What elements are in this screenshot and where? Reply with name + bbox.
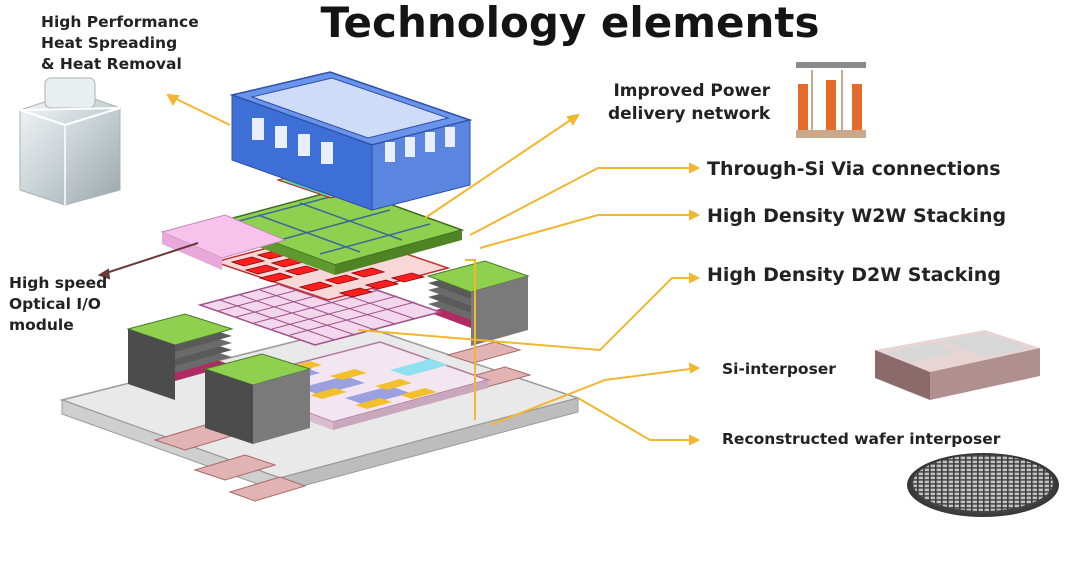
power-delivery-label: Improved Power delivery network [608, 80, 770, 126]
reconstructed-wafer-label: Reconstructed wafer interposer [722, 430, 1001, 448]
memory-stack-left [126, 313, 234, 400]
w2w-label: High Density W2W Stacking [707, 205, 1007, 227]
optical-io-label-line3: module [9, 316, 74, 334]
d2w-grid-layer [197, 271, 443, 346]
heat-sink-photo-icon [19, 77, 121, 206]
heat-removal-label-line1: High Performance [41, 13, 199, 31]
si-interposer-photo-icon [875, 330, 1040, 400]
memory-stack-front [203, 353, 312, 444]
page-title: Technology elements [320, 0, 820, 47]
heat-removal-label: High Performance Heat Spreading & Heat R… [41, 12, 199, 75]
heat-removal-label-line2: Heat Spreading [41, 34, 178, 52]
d2w-label: High Density D2W Stacking [707, 264, 1001, 286]
optical-io-label: High speed Optical I/O module [9, 273, 107, 336]
si-interposer-label: Si-interposer [722, 360, 836, 378]
wafer-photo-icon [907, 453, 1059, 517]
memory-stack-right [426, 260, 530, 346]
heat-sink-structure [229, 71, 473, 211]
heat-removal-label-line3: & Heat Removal [41, 55, 182, 73]
callout-lines [97, 93, 701, 446]
power-delivery-label-line1: Improved Power [613, 81, 771, 101]
optical-io-module [160, 214, 287, 270]
optical-io-label-line1: High speed [9, 274, 108, 292]
optical-io-label-line2: Optical I/O [9, 295, 101, 313]
power-delivery-label-line2: delivery network [608, 104, 771, 124]
power-delivery-icon [796, 62, 866, 138]
tsv-label: Through-Si Via connections [707, 158, 1001, 180]
